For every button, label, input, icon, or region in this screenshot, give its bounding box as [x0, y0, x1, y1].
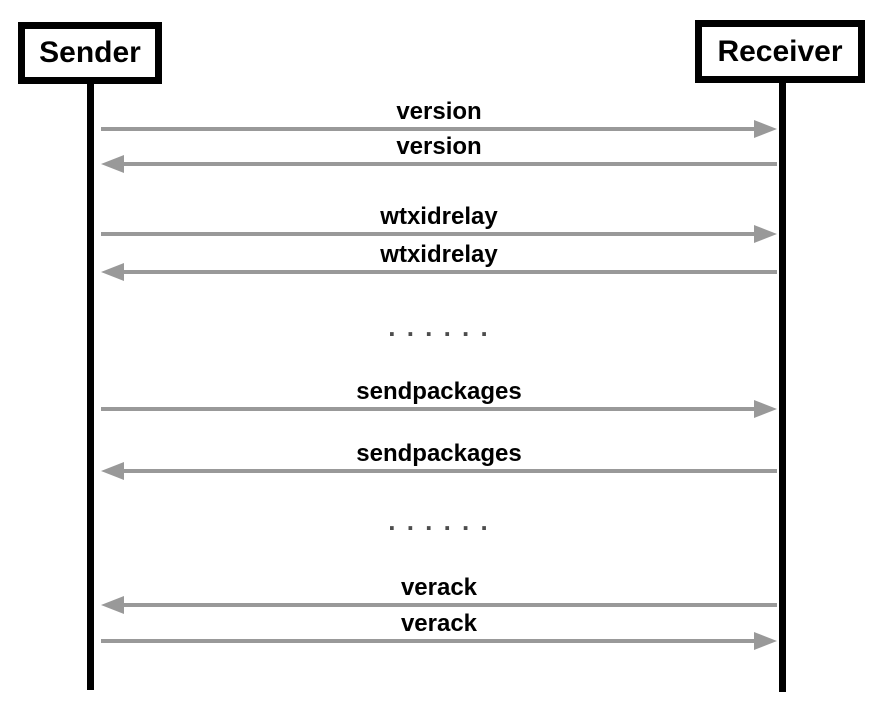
- actor-box-sender: Sender: [18, 22, 162, 84]
- message-row: wtxidrelay: [101, 243, 777, 281]
- arrowhead-left-icon: [101, 263, 124, 281]
- arrowhead-right-icon: [754, 225, 777, 243]
- actor-label-sender: Sender: [39, 36, 141, 69]
- message-row: wtxidrelay: [101, 205, 777, 243]
- arrowhead-right-icon: [754, 632, 777, 650]
- message-label: verack: [400, 610, 478, 637]
- ellipsis-separator: . . . . . .: [388, 312, 490, 342]
- arrow-line: [101, 232, 759, 236]
- message-label: version: [396, 133, 482, 160]
- message-label: wtxidrelay: [380, 203, 498, 230]
- message-label: sendpackages: [356, 378, 522, 405]
- sender-lifeline: [87, 83, 94, 690]
- arrowhead-right-icon: [754, 400, 777, 418]
- arrowhead-left-icon: [101, 462, 124, 480]
- ellipsis-separator: . . . . . .: [388, 506, 490, 536]
- arrowhead-right-icon: [754, 120, 777, 138]
- message-label: verack: [400, 574, 478, 601]
- arrow-line: [101, 407, 759, 411]
- message-row: version: [101, 135, 777, 173]
- message-row: verack: [101, 576, 777, 614]
- message-row: sendpackages: [101, 442, 777, 480]
- message-label: version: [396, 98, 482, 125]
- arrow-line: [119, 469, 777, 473]
- message-row: sendpackages: [101, 380, 777, 418]
- message-label: sendpackages: [356, 440, 522, 467]
- arrow-line: [101, 639, 759, 643]
- message-row: verack: [101, 612, 777, 650]
- receiver-lifeline: [779, 82, 786, 692]
- arrowhead-left-icon: [101, 155, 124, 173]
- arrow-line: [101, 127, 759, 131]
- arrow-line: [119, 270, 777, 274]
- arrow-line: [119, 162, 777, 166]
- message-row: version: [101, 100, 777, 138]
- actor-box-receiver: Receiver: [695, 20, 865, 83]
- arrow-line: [119, 603, 777, 607]
- message-label: wtxidrelay: [380, 241, 498, 268]
- arrowhead-left-icon: [101, 596, 124, 614]
- actor-label-receiver: Receiver: [717, 34, 843, 68]
